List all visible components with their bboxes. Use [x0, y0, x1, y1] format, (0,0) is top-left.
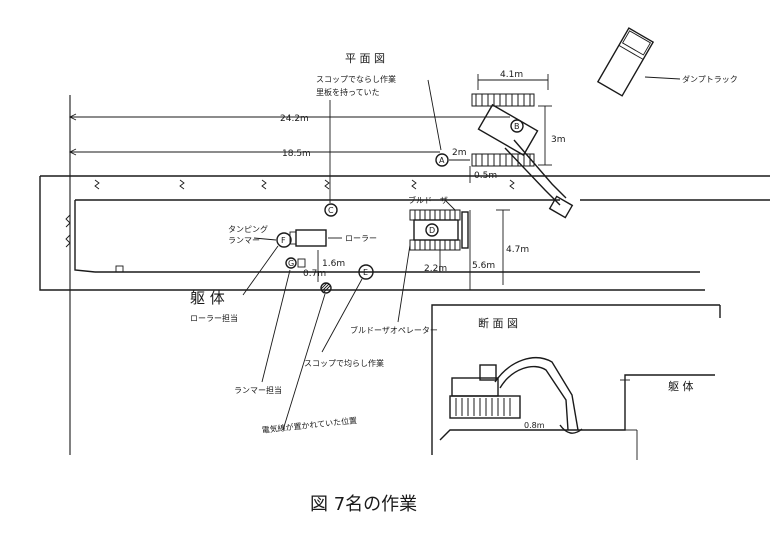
- bulldozer-label: ブルドーザ: [408, 195, 448, 205]
- victim-position-mark: [320, 282, 332, 294]
- small-box-mark: [115, 265, 124, 273]
- roller-label: ローラー: [345, 234, 377, 243]
- dim-1-6: 1.6m: [322, 259, 345, 269]
- dim-2: 2m: [452, 148, 467, 158]
- excavator-body: [451, 377, 499, 397]
- dim-0-5: 0.5m: [474, 171, 497, 181]
- excavator-tracks: [449, 395, 521, 419]
- site-boundary: [39, 176, 705, 291]
- plan-view: 24.2m 18.5m: [39, 95, 770, 455]
- board-worker-note-2: 里板を持っていた: [316, 87, 380, 97]
- slope-marks: [65, 179, 515, 248]
- marker-E-label: E: [363, 268, 368, 277]
- marker-F: [276, 232, 292, 248]
- leader-A: [427, 79, 442, 151]
- marker-A-label: A: [439, 156, 445, 165]
- marker-F-label: F: [281, 236, 286, 245]
- marker-A: [435, 153, 449, 167]
- marker-C-label: C: [328, 206, 334, 215]
- roller: ローラー F タンピング ランマー: [228, 224, 377, 248]
- section-title: 断 面 図: [478, 316, 518, 330]
- leader-bulldozer-operator: [397, 244, 411, 323]
- bulldozer: ブルドーザ D 4.7m 5.6m 2.2m: [397, 195, 529, 323]
- dump-truck-label: ダンプトラック: [682, 74, 738, 84]
- roller-operator-label: ローラー担当: [190, 313, 238, 323]
- tamping-rammer-label-2: ランマー: [228, 236, 260, 245]
- marker-B-label: B: [514, 122, 520, 131]
- inner-corner: [74, 200, 96, 273]
- dim-2-2: 2.2m: [424, 264, 447, 274]
- leader-E: [321, 278, 363, 353]
- victim-location-label: 電気線が置かれていた位置: [261, 415, 357, 435]
- leader-victim: [282, 293, 326, 431]
- shovel-work-label: スコップで均らし作業: [304, 358, 384, 368]
- excavator-arm: [494, 357, 579, 431]
- dim-3: 3m: [551, 135, 566, 145]
- marker-B: [510, 119, 524, 133]
- rammer-symbol: [297, 258, 306, 268]
- dump-truck-leader: [644, 76, 681, 80]
- leader-roller-operator: [242, 245, 279, 296]
- dump-truck: ダンプトラック: [596, 27, 738, 97]
- board-worker-note-1: スコップでならし作業: [316, 74, 396, 84]
- marker-G: [285, 257, 297, 269]
- dim-18-5: 18.5m: [282, 149, 311, 159]
- dim-5-6: 5.6m: [472, 261, 495, 271]
- marker-C: [324, 203, 338, 217]
- backhoe: 4.1m 3m B: [471, 70, 574, 219]
- marker-D: [425, 223, 439, 237]
- body-structure-label: 躯 体: [190, 289, 225, 307]
- plan-title: 平 面 図: [345, 52, 385, 65]
- dim-24-2: 24.2m: [280, 114, 309, 124]
- dim-0-8: 0.8m: [524, 421, 545, 430]
- section-view: 断 面 図 躯 体 0.8m: [431, 304, 721, 460]
- dim-0-7: 0.7m: [303, 269, 326, 279]
- marker-E: [358, 264, 374, 280]
- section-body-label: 躯 体: [668, 379, 694, 393]
- bulldozer-operator-label: ブルドーザオペレーター: [350, 325, 438, 335]
- rammer-operator-label: ランマー担当: [234, 385, 282, 395]
- tamping-rammer-label-1: タンピング: [228, 224, 268, 234]
- figure-caption: 図 7名の作業: [310, 494, 417, 515]
- dim-4-7: 4.7m: [506, 245, 529, 255]
- marker-G-label: G: [288, 259, 294, 268]
- leader-rammer-operator: [261, 269, 291, 383]
- dim-4-1: 4.1m: [500, 70, 523, 80]
- marker-D-label: D: [429, 226, 435, 235]
